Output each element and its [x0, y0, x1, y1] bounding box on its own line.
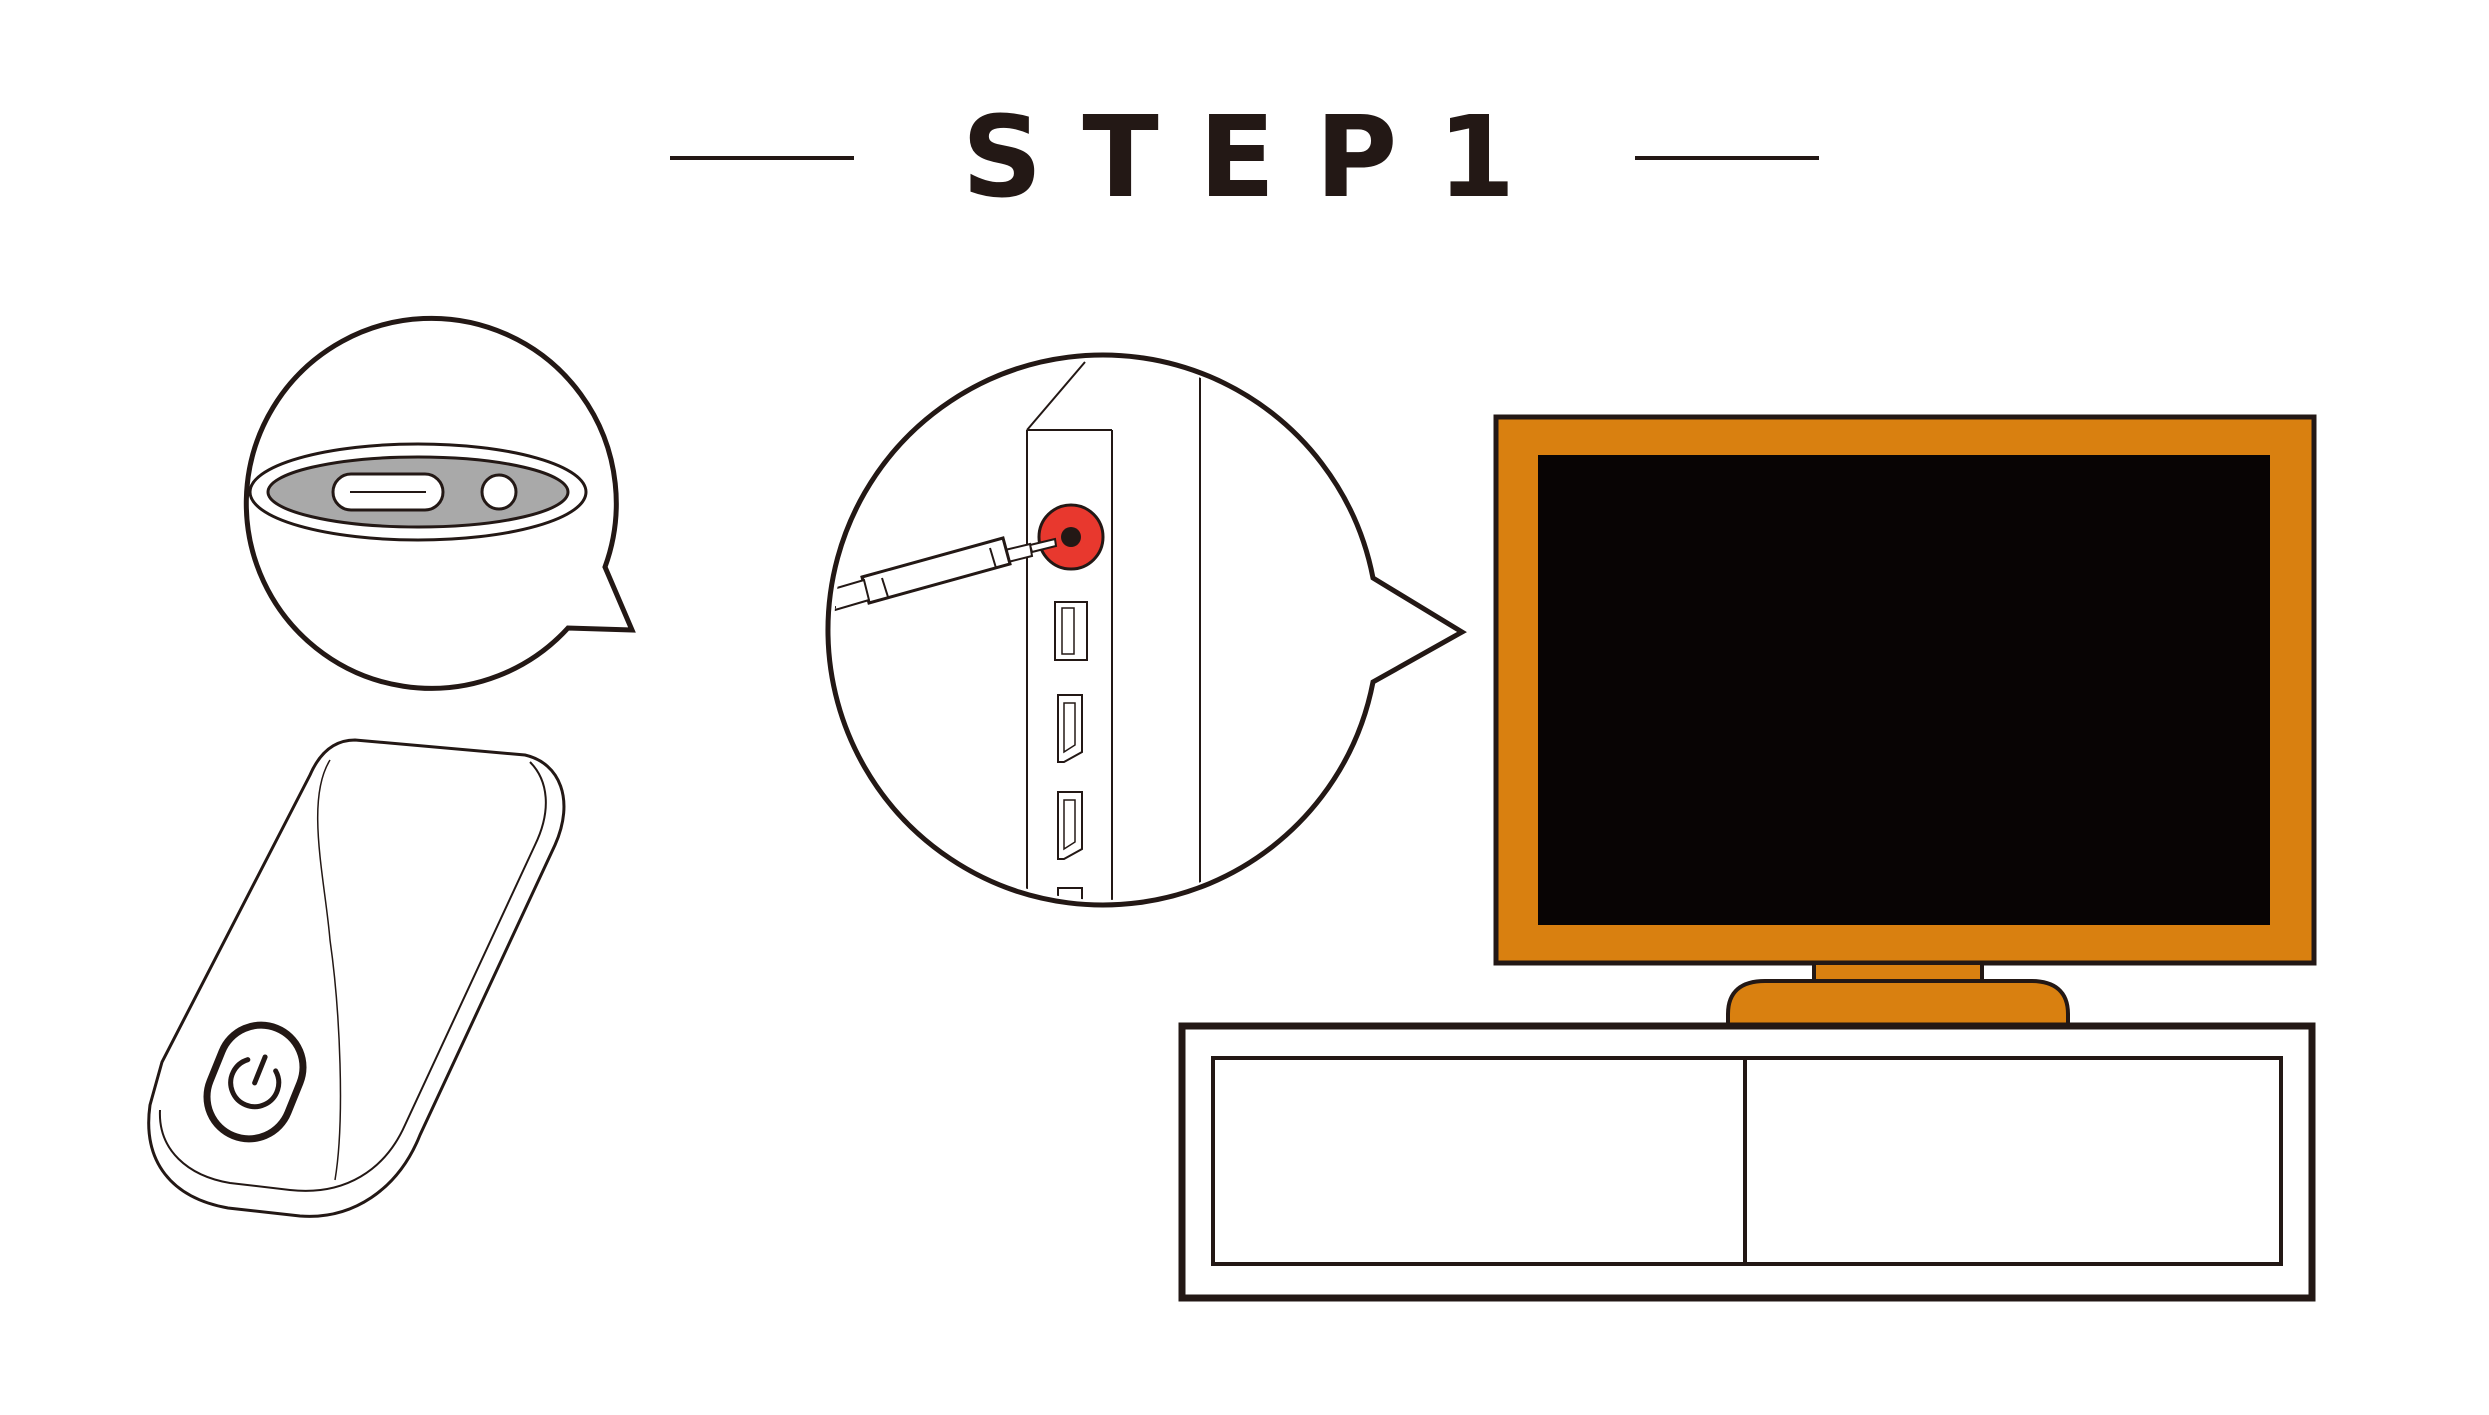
hdmi-port-icon: [1057, 887, 1083, 900]
usb-port-icon: [1054, 601, 1088, 661]
title-rule-right: [1635, 156, 1820, 160]
power-icon: [203, 1021, 307, 1143]
tv-port-zoom-bubble: [825, 352, 1467, 908]
title-rule-left: [669, 156, 854, 160]
indicator-hole-icon: [480, 473, 518, 511]
remote-zoom-bubble: [243, 315, 636, 691]
tv-cabinet: [1178, 1022, 2316, 1302]
audio-plug-icon: [834, 536, 1058, 612]
tv-stand-base: [1726, 979, 2070, 1028]
step-title: STEP1: [961, 93, 1556, 223]
hdmi-port-icon: [1057, 791, 1083, 860]
television: [1493, 414, 2317, 1028]
step-header: STEP1: [0, 88, 2489, 228]
hdmi-port-icon: [1057, 694, 1083, 763]
remote-control: [147, 738, 566, 1218]
tv-neck: [1812, 961, 1984, 983]
tv-screen: [1538, 455, 2270, 925]
